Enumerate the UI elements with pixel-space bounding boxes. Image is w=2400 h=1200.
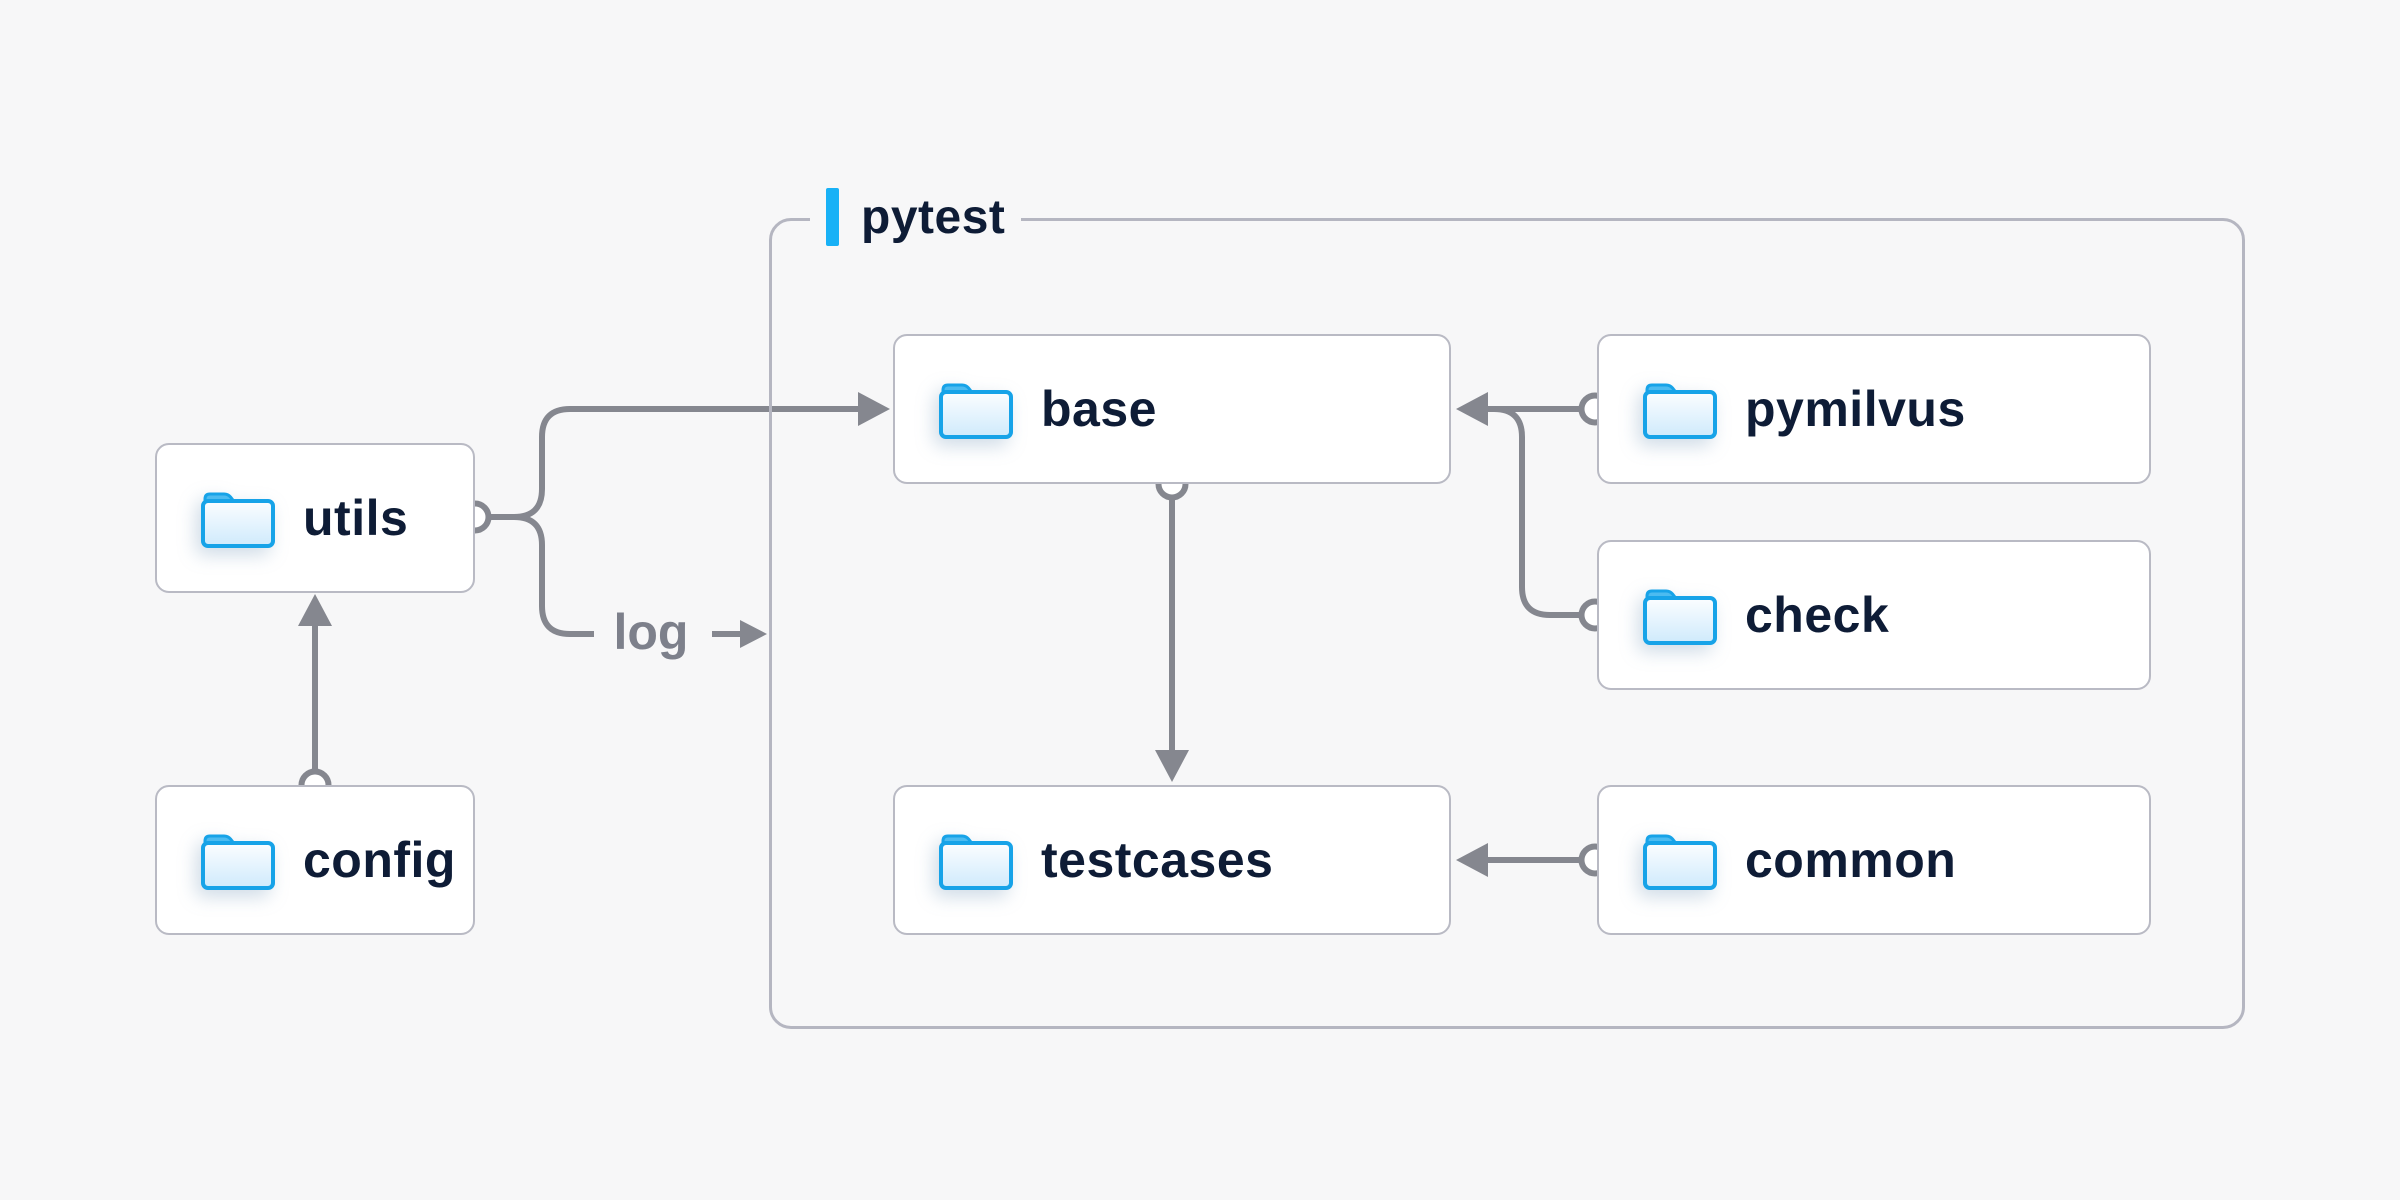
node-base[interactable]: base: [893, 334, 1451, 484]
node-utils[interactable]: utils: [155, 443, 475, 593]
node-pymilvus[interactable]: pymilvus: [1597, 334, 2151, 484]
folder-icon: [199, 828, 277, 892]
accent-bar: [826, 188, 839, 246]
node-label: config: [303, 832, 456, 888]
node-label: testcases: [1041, 832, 1274, 888]
pytest-group-box: [769, 218, 2245, 1029]
folder-icon: [199, 486, 277, 550]
folder-icon: [937, 828, 1015, 892]
edge-label-log: log: [613, 604, 689, 660]
folder-icon: [1641, 377, 1719, 441]
node-label: check: [1745, 587, 1890, 643]
folder-icon: [937, 377, 1015, 441]
node-common[interactable]: common: [1597, 785, 2151, 935]
node-check[interactable]: check: [1597, 540, 2151, 690]
node-testcases[interactable]: testcases: [893, 785, 1451, 935]
node-label: pymilvus: [1745, 381, 1966, 437]
node-label: common: [1745, 832, 1957, 888]
node-label: utils: [303, 490, 409, 546]
edge-utils-log: [513, 514, 594, 637]
node-config[interactable]: config: [155, 785, 475, 935]
folder-icon: [1641, 583, 1719, 647]
node-label: base: [1041, 381, 1157, 437]
arrowhead-into-utils: [298, 594, 332, 626]
folder-icon: [1641, 828, 1719, 892]
pytest-group-label: pytest: [810, 185, 1022, 249]
arrowhead-log: [740, 620, 767, 648]
group-title: pytest: [861, 190, 1006, 244]
